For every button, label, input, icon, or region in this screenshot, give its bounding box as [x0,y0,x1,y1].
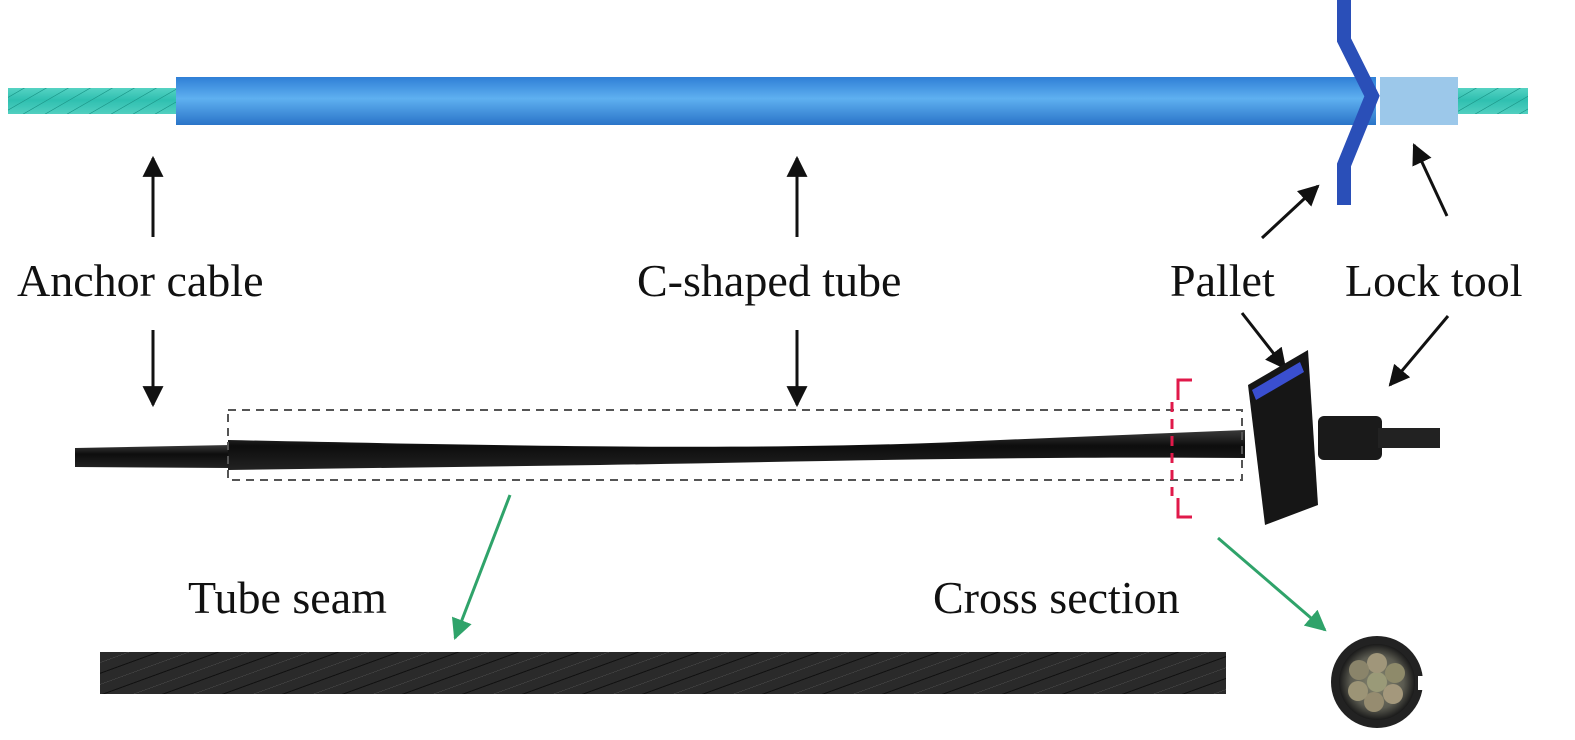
anchor-cable-right-strand [1450,88,1528,114]
photo-cable-rod [75,445,230,468]
arrow-pallet-up [1260,184,1320,240]
anchor-cable-left-strand [8,88,178,114]
label-lock-tool: Lock tool [1345,255,1523,306]
lock-tool-schematic [1380,77,1458,125]
label-cross-section: Cross section [933,572,1180,623]
arrow-to-tube-seam [451,494,512,640]
strand-4 [1364,692,1384,712]
schematic-arrows [142,143,1449,240]
strand-2 [1385,663,1405,683]
strand-1 [1367,653,1387,673]
arrow-lock-tool-up [1412,143,1449,217]
strand-5 [1348,681,1368,701]
photo-lock-tool-body [1318,416,1382,460]
label-c-shaped-tube: C-shaped tube [637,255,902,306]
arrow-to-cross-section [1217,536,1327,632]
tube-seam-photo [100,652,1226,694]
c-shaped-tube-schematic [176,77,1376,125]
strand-3 [1383,684,1403,704]
schematic-illustration [8,0,1528,205]
photo-arrows [142,312,1450,408]
cross-section-photo [1331,636,1426,728]
cross-section-marker-top [1176,378,1192,400]
tube-seam-selection-box [227,409,1243,481]
cross-section-marker-bottom [1176,498,1192,519]
label-tube-seam: Tube seam [188,572,387,623]
arrow-pallet-down [1240,312,1287,370]
label-anchor-cable: Anchor cable [17,255,264,306]
strand-center [1367,672,1387,692]
anchor-photo [75,350,1440,525]
cross-section-gap [1418,676,1426,690]
photo-pallet-highlight [1252,362,1304,400]
pallet-schematic [1337,0,1380,205]
arrow-lock-tool-down [1388,315,1450,387]
strand-6 [1349,660,1369,680]
label-pallet: Pallet [1170,255,1275,306]
photo-tube-body [228,430,1245,470]
photo-lock-tool-end [1378,428,1440,448]
